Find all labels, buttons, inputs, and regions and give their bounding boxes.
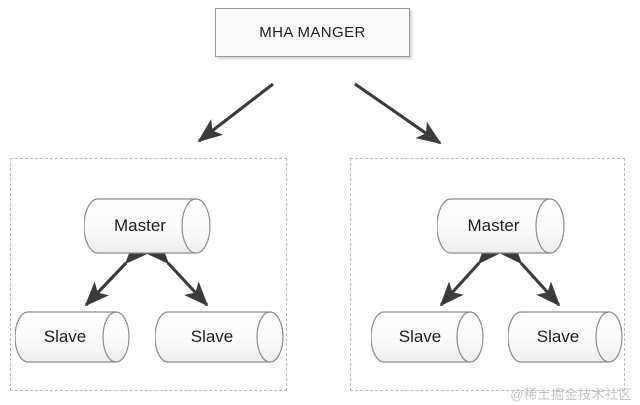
node-master-left-label: Master: [114, 216, 166, 235]
node-slave-right-1[interactable]: Slave: [371, 311, 485, 363]
watermark-label: @稀土掘金技术社区: [510, 387, 632, 402]
node-slave-left-2-label: Slave: [190, 327, 234, 346]
connector-right-master-slave-2: [498, 239, 561, 307]
node-slave-left-1-label: Slave: [43, 327, 87, 346]
connector-left-master-slave-2: [145, 239, 209, 307]
node-slave-right-2-label: Slave: [536, 327, 580, 346]
cylinder-shape: [371, 311, 484, 363]
node-master-right[interactable]: Master: [437, 198, 566, 254]
node-slave-right-2[interactable]: Slave: [508, 311, 624, 363]
connector-manager-to-right-group: [354, 82, 442, 145]
node-master-right-label: Master: [467, 216, 520, 235]
cylinder-shape: [155, 311, 284, 363]
mha-manager-node[interactable]: MHA MANGER: [215, 8, 410, 57]
cylinder-shape: [15, 311, 130, 363]
connector-right-master-slave-1: [439, 239, 502, 307]
node-slave-right-1-label: Slave: [398, 327, 442, 346]
node-slave-left-1[interactable]: Slave: [15, 311, 131, 363]
cylinder-shape: [437, 198, 565, 254]
mha-manager-label: MHA MANGER: [259, 24, 366, 41]
node-master-left[interactable]: Master: [84, 198, 212, 254]
group-container-right: [350, 158, 625, 391]
connector-manager-to-left-group: [197, 82, 274, 143]
connector-left-master-slave-1: [84, 239, 150, 307]
group-container-left: [10, 158, 287, 391]
node-slave-left-2[interactable]: Slave: [155, 311, 285, 363]
cylinder-shape: [508, 311, 623, 363]
cylinder-shape: [84, 198, 211, 254]
